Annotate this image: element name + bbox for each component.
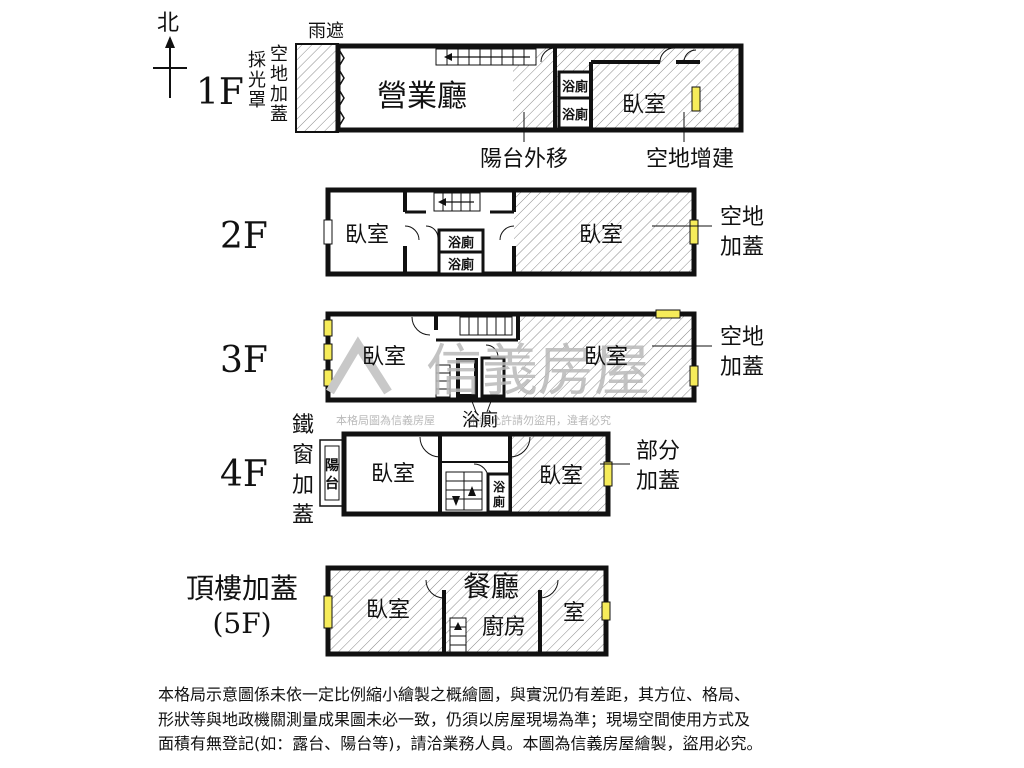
floor-5f-label: 頂樓加蓋 (186, 572, 298, 605)
annot-2f-line1: 空地 (720, 205, 764, 230)
floor-3f-label: 3F (220, 340, 268, 381)
floor-plan-diagram: 北 1F 雨遮 採 (153, 11, 764, 657)
annot-4f-line2: 加蓋 (636, 469, 680, 494)
balcony-moved-label: 陽台外移 (480, 147, 568, 172)
balcony-4f-label-2: 台 (325, 475, 339, 492)
floor-4f-label: 4F (220, 454, 268, 495)
skylight-label-2: 光 (248, 70, 266, 91)
business-hall-label: 營業廳 (377, 79, 467, 114)
disclaimer: 本格局示意圖係未依一定比例縮小繪製之概繪圖，與實況仍有差距，其方位、格局、 形狀… (158, 683, 878, 757)
open-extension-label: 空地增建 (646, 147, 734, 172)
north-compass-icon (153, 36, 187, 98)
floor-1f-plan (295, 43, 744, 142)
bath-4f-label-2: 廁 (493, 494, 505, 509)
rain-cover-label: 雨遮 (308, 21, 344, 42)
annot-3f-line2: 加蓋 (720, 355, 764, 380)
floor-2f-label: 2F (220, 216, 268, 257)
open-cover-label-1: 空 (270, 44, 288, 65)
bedroom-4f-left-label: 臥室 (371, 462, 415, 487)
floor-5f-plan (323, 565, 611, 657)
bedroom-5f-label: 臥室 (366, 598, 410, 623)
bedroom-2f-left-label: 臥室 (345, 223, 389, 248)
iron-window-label-2: 窗 (292, 443, 314, 468)
floor-3f-plan (323, 309, 712, 413)
balcony-4f-label-1: 陽 (325, 457, 339, 474)
watermark-logo-icon (326, 336, 392, 395)
floor-5f-sublabel: (5F) (212, 607, 271, 640)
iron-window-label-4: 蓋 (292, 503, 314, 528)
bedroom-1f-label: 臥室 (622, 93, 666, 118)
bath-1f-b-label: 浴廁 (562, 107, 588, 123)
bedroom-4f-right-label: 臥室 (539, 464, 583, 489)
open-cover-label-3: 加 (270, 84, 288, 105)
watermark-notice: 本格局圖為信義房屋 未經允許請勿盜用，違者必究 (336, 413, 611, 427)
open-cover-label-4: 蓋 (270, 104, 288, 125)
bath-3f-label: 浴廁 (462, 409, 498, 431)
dining-5f-label: 餐廳 (463, 570, 519, 603)
disclaimer-line-2: 形狀等與地政機關測量成果圖未必一致，仍須以房屋現場為準；現場空間使用方式及 (158, 709, 751, 729)
room-5f-label: 室 (563, 601, 585, 626)
floor-4f-plan (319, 431, 630, 517)
watermark-brand: 信義房屋 (426, 339, 650, 404)
annot-2f-line2: 加蓋 (720, 235, 764, 260)
iron-window-label-3: 加 (292, 473, 314, 498)
bath-2f-b-label: 浴廁 (448, 257, 474, 273)
kitchen-5f-label: 廚房 (482, 615, 526, 640)
bath-2f-a-label: 浴廁 (448, 235, 474, 251)
annot-4f-line1: 部分 (636, 439, 680, 464)
bedroom-3f-left-label: 臥室 (362, 345, 406, 370)
iron-window-label-1: 鐵 (292, 413, 314, 438)
bedroom-2f-right-label: 臥室 (579, 223, 623, 248)
skylight-label-3: 罩 (248, 90, 266, 111)
floor-2f-plan (323, 187, 712, 277)
floor-1f-label: 1F (196, 72, 244, 113)
skylight-label-1: 採 (248, 50, 266, 71)
north-label: 北 (157, 11, 179, 36)
disclaimer-line-1: 本格局示意圖係未依一定比例縮小繪製之概繪圖，與實況仍有差距，其方位、格局、 (158, 685, 751, 704)
bedroom-3f-right-label: 臥室 (584, 345, 628, 370)
bath-1f-a-label: 浴廁 (562, 79, 588, 95)
annot-3f-line1: 空地 (720, 325, 764, 350)
disclaimer-line-3: 面積有無登記(如：露台、陽台等)，請洽業務人員。本圖為信義房屋繪製，盜用必究。 (158, 734, 763, 753)
open-cover-label-2: 地 (270, 64, 288, 85)
bath-4f-label-1: 浴 (493, 479, 506, 494)
